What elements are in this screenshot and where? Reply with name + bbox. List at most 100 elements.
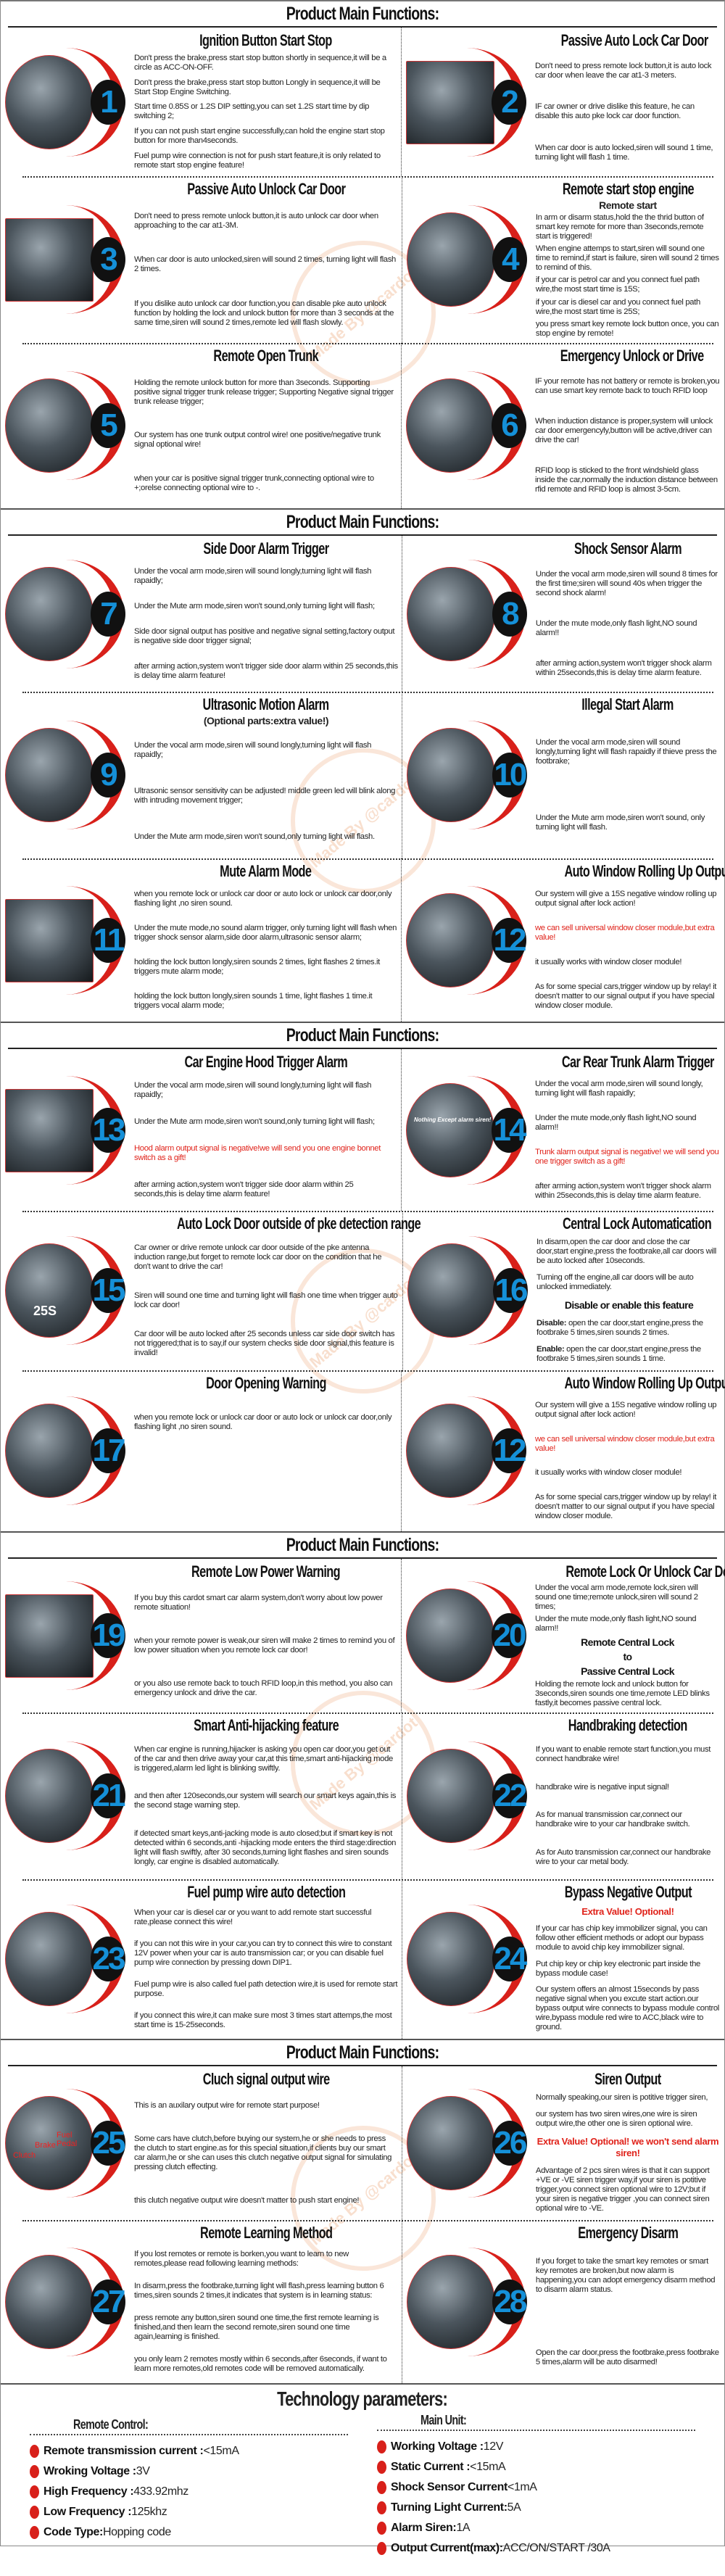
spec-item: Working Voltage : 12V (377, 2437, 695, 2457)
feature-paragraph: holding the lock button longly,siren sou… (134, 992, 373, 1011)
feature-paragraph: Advantage of 2 pcs siren wires is that i… (535, 2166, 710, 2213)
feature-title-text: Ultrasonic Motion Alarm (202, 695, 330, 713)
feature-paragraphs: When your car is diesel car or you want … (134, 1902, 398, 2036)
feature-paragraph: Don't need to press remote unlock button… (134, 212, 378, 231)
section-header: Product Main Functions: (1, 1533, 724, 1559)
feature-paragraphs: Don't need to press remote lock button,i… (535, 51, 720, 173)
bullet-icon (377, 2501, 386, 2514)
bullet-icon (30, 2465, 39, 2478)
feature-paragraph: holding the lock button longly,siren sou… (134, 958, 380, 977)
feature-illustration: 4 (402, 176, 533, 343)
bullet-icon (377, 2461, 386, 2474)
feature-paragraph: if detected smart keys,anti-jacking mode… (134, 1829, 397, 1867)
feature-paragraph: Don't press the brake,press start stop b… (134, 53, 386, 72)
number-badge: 4 (492, 237, 527, 282)
feature-illustration: 22 (402, 1712, 533, 1879)
feature-paragraphs: This is an auxilary output wire for remo… (134, 2090, 398, 2217)
tech-params-title: Technology parameters: (277, 2387, 449, 2410)
spec-value: 5A (507, 2501, 521, 2514)
feature-paragraphs: Under the vocal arm mode,siren will soun… (536, 559, 720, 689)
feature-photo (406, 2254, 495, 2349)
feature-paragraphs: Under the vocal arm mode,siren will soun… (134, 1072, 397, 1208)
spec-item: Code Type:Hopping code (30, 2522, 348, 2543)
feature-photo (5, 566, 94, 661)
feature-photo (5, 1404, 94, 1498)
spec-value: 433.92mhz (133, 2485, 188, 2498)
feature-paragraph: Under the vocal arm mode,siren will soun… (535, 569, 718, 597)
feature-paragraph: IF car owner or drive dislike this featu… (535, 102, 695, 121)
feature-title-text: Ignition Button Start Stop (199, 31, 332, 49)
feature-paragraph: after arming action,system won't trigger… (134, 1180, 354, 1198)
spec-label: Code Type: (44, 2526, 103, 2538)
section-title: Product Main Functions: (286, 1025, 439, 1045)
feature-photo (5, 54, 94, 149)
feature-paragraphs: Under the vocal arm mode,siren will soun… (134, 559, 398, 689)
number-badge: 2 (492, 79, 526, 125)
feature-paragraph: Holding the remote lock and unlock butto… (535, 1680, 710, 1707)
spec-label: Alarm Siren: (391, 2522, 457, 2534)
feature-paragraph: Ultrasonic sensor sensitivity can be adj… (134, 786, 396, 805)
feature-subheading: Passive Central Lock (581, 1665, 674, 1677)
feature-photo (5, 1594, 94, 1678)
feature-title: Passive Auto Unlock Car Door (134, 180, 398, 199)
spec-value: Hopping code (102, 2526, 171, 2538)
number-badge: 6 (492, 403, 526, 448)
feature-paragraphs: Holding the remote unlock button for mor… (134, 366, 397, 505)
feature-paragraph: Enable: open the car door,start engine,p… (536, 1345, 721, 1364)
spec-value: 125khz (131, 2506, 167, 2518)
feature-title-text: Remote Lock Or Unlock Car Door (566, 1562, 725, 1581)
feature-paragraphs: Don't need to press remote unlock button… (134, 199, 398, 340)
feature-paragraph: when your remote power is weak,our siren… (134, 1636, 395, 1654)
feature-illustration: 2 (402, 28, 532, 176)
feature-illustration: 27 (1, 2220, 131, 2383)
feature-title-text: Car Engine Hood Trigger Alarm (184, 1053, 347, 1071)
feature-paragraph: it usually works with window closer modu… (535, 1468, 682, 1478)
number-badge: 24 (492, 1937, 527, 1981)
spec-value: <1mA (507, 2481, 537, 2493)
feature-paragraphs: Our system will give a 15S negative wind… (535, 882, 720, 1019)
feature-paragraph: Under the vocal arm mode,siren will soun… (535, 738, 717, 766)
feature-title: Illegal Start Alarm (536, 695, 720, 715)
feature-section: Product Main Functions: 13 Car Engine Hood… (1, 1023, 725, 1533)
feature-illustration: 3 (1, 176, 131, 343)
feature-title-text: Mute Alarm Mode (220, 862, 312, 880)
feature-title: Cluch signal output wire (134, 2070, 398, 2090)
number-badge: 12 (492, 917, 526, 963)
tech-params: Remote Control: Remote transmission curr… (1, 2413, 724, 2559)
feature-paragraphs: If you want to enable remote start funct… (536, 1736, 720, 1876)
feature-illustration: 28 (402, 2220, 533, 2383)
feature-paragraph: As for Auto transmission car,connect our… (535, 1848, 711, 1867)
feature-illustration: 11 (1, 858, 131, 1022)
spec-value: 12V (483, 2440, 504, 2453)
number-badge: 17 (91, 1428, 125, 1473)
feature-paragraph: if you connect this wire,it can make sur… (134, 2010, 392, 2029)
number-badge: 13 (91, 1107, 125, 1153)
feature-paragraph: Under the Mute arm mode,siren won't soun… (134, 832, 375, 842)
feature-paragraph: When your car is diesel car or you want … (134, 1908, 372, 1927)
feature-paragraph: When car door is auto unlocked,siren wil… (134, 255, 396, 274)
feature-title: Smart Anti-hijacking feature (134, 1716, 398, 1736)
number-badge: 26 (492, 2121, 527, 2166)
bullet-icon (377, 2481, 386, 2494)
feature-title: Auto Lock Door outside of pke detection … (134, 1214, 421, 1234)
feature-title: Ignition Button Start Stop (134, 31, 397, 51)
feature-photo (406, 2096, 495, 2190)
